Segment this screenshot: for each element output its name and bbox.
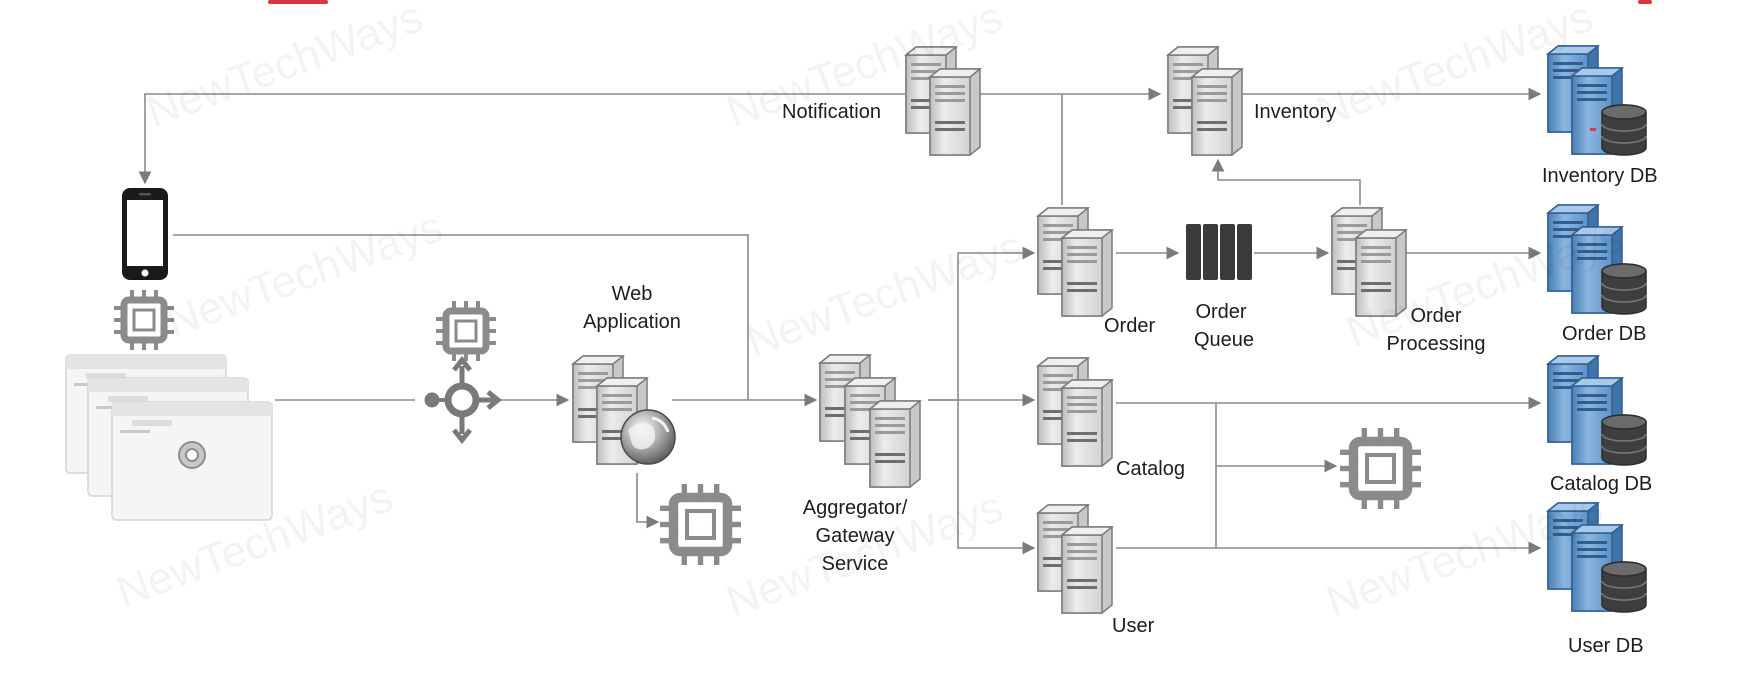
order-label: Order bbox=[1104, 315, 1156, 337]
red-marker bbox=[1590, 128, 1596, 131]
edge-webapp-chip bbox=[636, 473, 660, 529]
catalog-db-label: Catalog DB bbox=[1550, 473, 1653, 495]
aggregator-label: Aggregator/ Gateway Service bbox=[802, 497, 908, 575]
notification-label: Notification bbox=[782, 101, 881, 123]
server-stack-icon-order bbox=[1038, 208, 1112, 316]
user-db-label: User DB bbox=[1568, 635, 1644, 657]
database-server-icon-inventory bbox=[1548, 46, 1646, 155]
queue-icon bbox=[1186, 224, 1252, 280]
inventory-label: Inventory bbox=[1254, 101, 1337, 123]
web-server-globe-icon bbox=[573, 356, 676, 465]
order-db-label: Order DB bbox=[1562, 323, 1647, 345]
load-balancer-icon bbox=[424, 355, 503, 445]
server-stack-icon-inventory bbox=[1168, 47, 1242, 155]
order-processing-label: Order Processing bbox=[1386, 305, 1486, 355]
smartphone-icon bbox=[122, 188, 168, 280]
browser-windows-icon bbox=[65, 354, 273, 521]
edge-mobile-gateway bbox=[173, 234, 749, 400]
server-stack-icon-aggregator bbox=[819, 354, 921, 488]
cpu-chip-icon-balancer bbox=[436, 301, 496, 361]
connector-lines bbox=[138, 87, 1542, 555]
edge-processing-inventory bbox=[1211, 158, 1361, 205]
cpu-chip-icon-catalog-user bbox=[1340, 428, 1421, 509]
catalog-label: Catalog bbox=[1116, 458, 1185, 480]
edge-gateway-user bbox=[957, 400, 1036, 555]
user-label: User bbox=[1112, 615, 1155, 637]
order-queue-label: Order Queue bbox=[1194, 301, 1255, 351]
cpu-chip-icon-webapp bbox=[660, 484, 741, 565]
database-server-icon-catalog bbox=[1548, 356, 1646, 465]
edge-notification-mobile bbox=[138, 93, 905, 185]
cropped-title-strip bbox=[0, 0, 1752, 6]
server-stack-icon-user bbox=[1038, 505, 1112, 613]
server-stack-icon-catalog bbox=[1038, 358, 1112, 466]
web-application-label: Web Application bbox=[583, 283, 681, 333]
inventory-db-label: Inventory DB bbox=[1542, 165, 1658, 187]
